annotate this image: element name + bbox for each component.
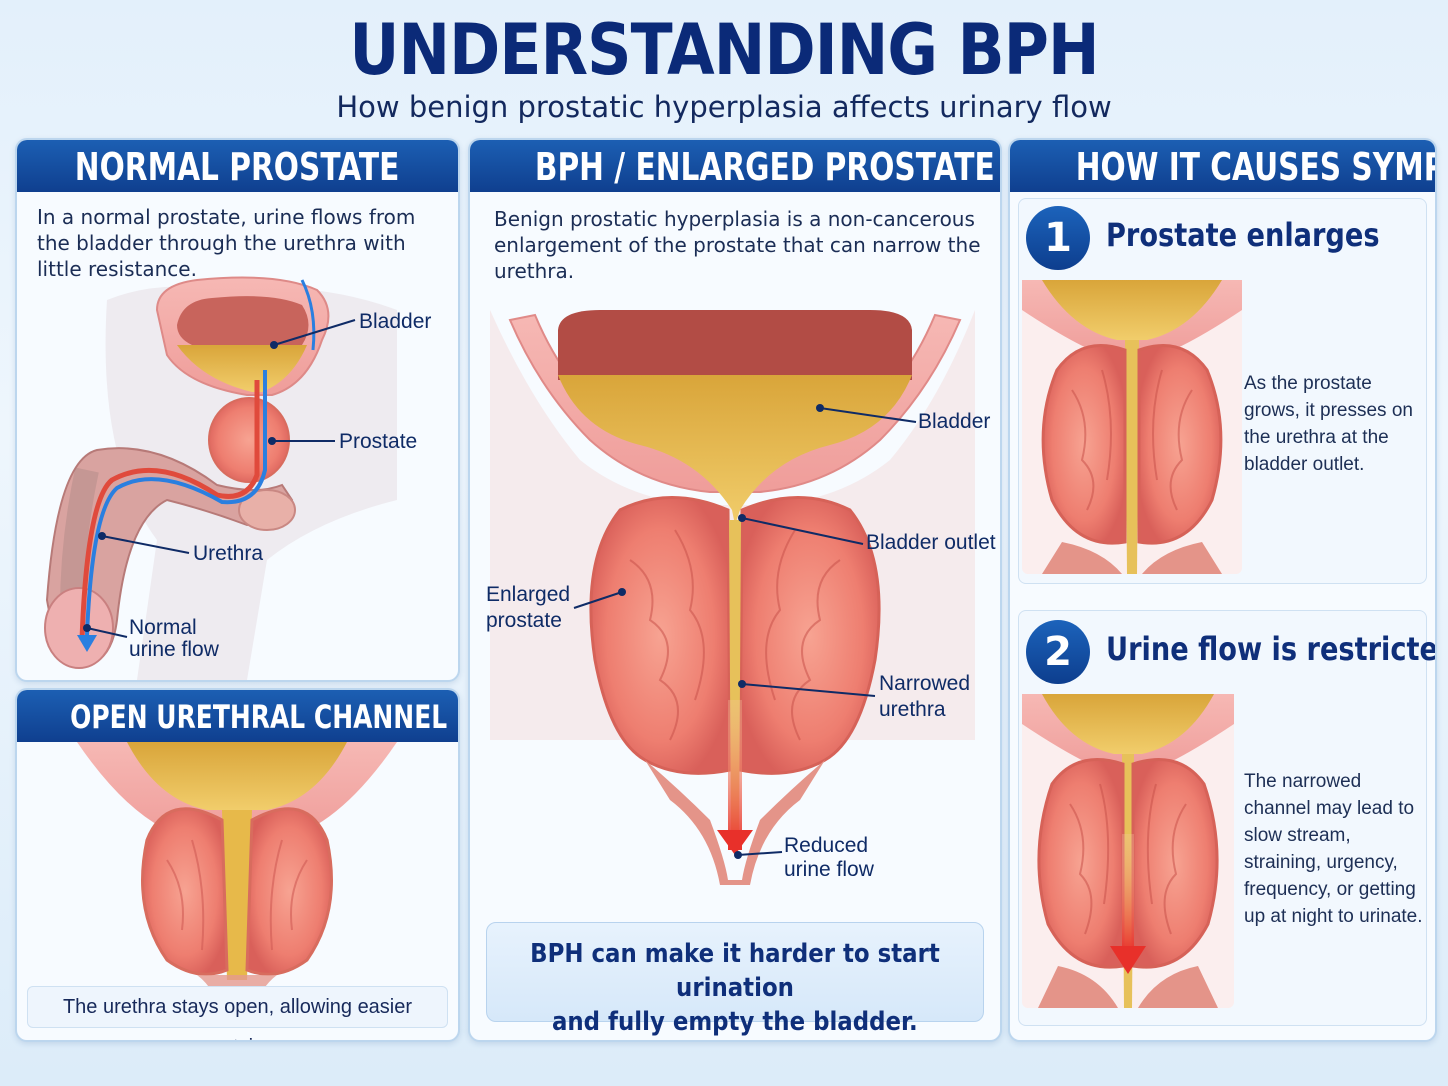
step-2-title: Urine flow is restricted [1106, 630, 1437, 668]
step-1-title: Prostate enlarges [1106, 216, 1380, 254]
label-reduced-2: urine flow [784, 858, 874, 881]
normal-prostate-panel: NORMAL PROSTATE In a normal prostate, ur… [15, 138, 460, 682]
symptoms-panel: HOW IT CAUSES SYMPTOMS 1 Prostate enlarg… [1008, 138, 1437, 1042]
label-enlarged-2: prostate [486, 609, 562, 632]
bph-panel: BPH / ENLARGED PROSTATE Benign prostatic… [468, 138, 1002, 1042]
open-channel-caption: The urethra stays open, allowing easier … [27, 986, 448, 1040]
open-channel-panel: OPEN URETHRAL CHANNEL The urethra stays … [15, 688, 460, 1042]
step-1-text: As the prostate grows, it presses on the… [1244, 373, 1413, 475]
label-urethra: Urethra [193, 542, 264, 565]
label-bladder: Bladder [359, 310, 432, 333]
label-narrowed-2: urethra [879, 698, 946, 721]
normal-prostate-heading: NORMAL PROSTATE [17, 140, 458, 192]
label-reduced-1: Reduced [784, 834, 869, 857]
step-2-text: The narrowed channel may lead to slow st… [1244, 771, 1423, 927]
bph-heading: BPH / ENLARGED PROSTATE [470, 140, 1000, 192]
label-enlarged-1: Enlarged [486, 583, 571, 606]
step-1-number: 1 [1026, 206, 1090, 270]
open-channel-heading: OPEN URETHRAL CHANNEL [17, 690, 458, 742]
normal-anatomy-illustration [44, 276, 398, 680]
step-2-number: 2 [1026, 620, 1090, 684]
step-1-illustration [1022, 280, 1242, 574]
bph-callout: BPH can make it harder to start urinatio… [486, 922, 984, 1037]
label-narrowed-1: Narrowed [879, 672, 971, 695]
label-prostate: Prostate [339, 430, 418, 453]
bph-illustration [490, 310, 975, 885]
label-bladder-outlet: Bladder outlet [866, 531, 996, 554]
step-2-illustration [1022, 694, 1234, 1008]
normal-prostate-description: In a normal prostate, urine flows from t… [37, 205, 416, 281]
label-normal-flow-1: Normal [129, 616, 197, 639]
page-subtitle: How benign prostatic hyperplasia affects… [336, 90, 1112, 124]
symptoms-heading: HOW IT CAUSES SYMPTOMS [1010, 140, 1435, 192]
page-title: UNDERSTANDING BPH [349, 9, 1099, 91]
label-bph-bladder: Bladder [918, 410, 991, 433]
bph-description: Benign prostatic hyperplasia is a non-ca… [494, 207, 981, 283]
label-normal-flow-2: urine flow [129, 638, 219, 661]
open-channel-illustration [77, 742, 397, 1020]
